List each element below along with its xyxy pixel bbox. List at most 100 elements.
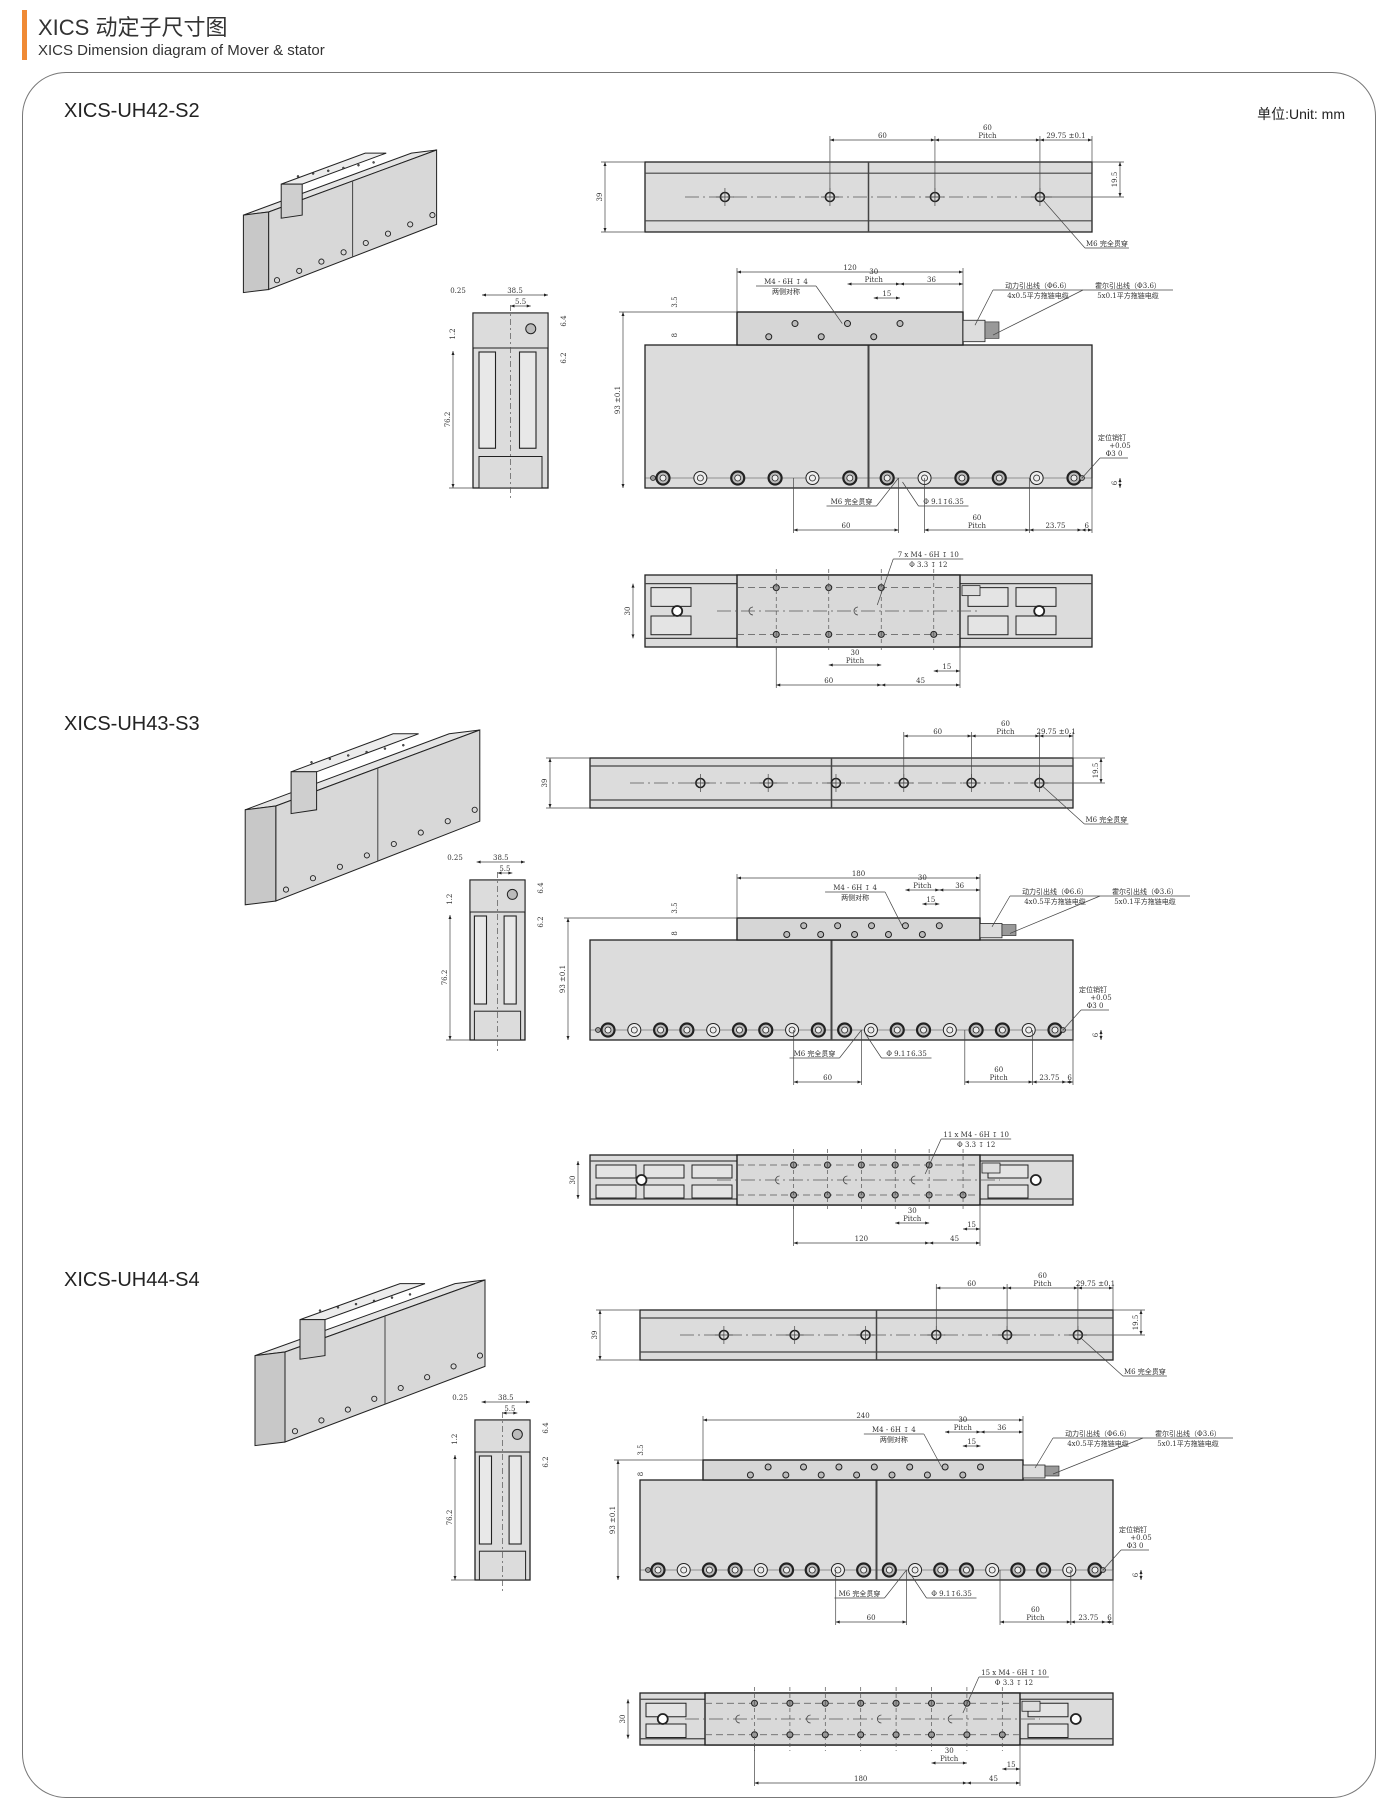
dimension-label: 3.5 bbox=[637, 1444, 645, 1455]
leader-line bbox=[991, 895, 1011, 927]
dimension-label: 76.2 bbox=[441, 970, 449, 986]
leader-line bbox=[815, 285, 843, 324]
dimension-arrow bbox=[508, 871, 513, 875]
hall-sensor-mark bbox=[735, 1714, 740, 1724]
counterbore-inner bbox=[1051, 1026, 1059, 1034]
dimension-arrow bbox=[1016, 1767, 1020, 1771]
dimension-label: 45 bbox=[916, 677, 925, 685]
dimension-label: 180 bbox=[854, 1775, 867, 1783]
dimension-label: 29.75 ±0.1 bbox=[1037, 728, 1076, 736]
dimension-label: Pitch bbox=[978, 132, 997, 140]
dimension-arrow bbox=[1109, 1286, 1113, 1290]
leader-line bbox=[924, 1138, 942, 1175]
dimension-arrow bbox=[616, 1460, 620, 1464]
dimension-arrow bbox=[896, 282, 900, 286]
counterbore-inner bbox=[963, 1566, 970, 1574]
dimension-arrow bbox=[935, 902, 940, 906]
counterbore-inner bbox=[988, 1566, 996, 1574]
counterbore-inner bbox=[696, 474, 704, 482]
dimension-arrow bbox=[1105, 1620, 1110, 1624]
dimension-arrow bbox=[1019, 1430, 1023, 1434]
leader-line bbox=[1009, 895, 1101, 934]
dimension-arrow bbox=[959, 270, 963, 274]
iso-mover-hole bbox=[311, 172, 315, 175]
leader-line bbox=[923, 1433, 942, 1468]
magnet-pocket bbox=[691, 1164, 733, 1179]
dimension-label: 3.5 bbox=[671, 902, 679, 913]
dimension-arrow bbox=[1077, 528, 1082, 532]
counterbore-inner bbox=[809, 474, 816, 482]
dimension-label: 0.25 bbox=[452, 1394, 468, 1402]
dimension-arrow bbox=[902, 1620, 907, 1624]
iso-counterbore bbox=[424, 1374, 431, 1381]
hole-note-2: Φ 3.3 ↧ 12 bbox=[995, 1679, 1033, 1687]
leader-line bbox=[839, 1029, 862, 1059]
counterbore-inner bbox=[1014, 1566, 1022, 1574]
mover-tapped-hole bbox=[977, 1463, 985, 1471]
power-cable-icon bbox=[962, 319, 986, 343]
dimension-arrow bbox=[1069, 734, 1073, 738]
dimension-label: 30 bbox=[624, 607, 632, 616]
dimension-arrow bbox=[566, 1036, 570, 1040]
iso-mover-hole bbox=[383, 747, 387, 750]
mover-tapped-hole bbox=[853, 1471, 861, 1479]
dimension-label: 6 bbox=[1085, 522, 1090, 530]
mover-tapped-hole bbox=[901, 922, 909, 930]
dimension-label: 19.5 bbox=[1092, 763, 1100, 779]
dimension-label: 30 bbox=[945, 1747, 954, 1755]
dimension-arrow bbox=[526, 1400, 530, 1404]
hall-cable-note-2: 5x0.1平方拖链电缆 bbox=[1097, 291, 1159, 300]
dimension-arrow bbox=[703, 1418, 707, 1422]
dimension-label: 93 ±0.1 bbox=[614, 386, 622, 414]
dimension-label: 6.4 bbox=[560, 315, 568, 327]
cable-gland-icon bbox=[511, 1428, 523, 1440]
dimension-label: 6 bbox=[1111, 480, 1119, 485]
dimension-label: 39 bbox=[541, 779, 549, 788]
dimension-label: 30 bbox=[908, 1207, 917, 1215]
dimension-arrow bbox=[793, 528, 798, 532]
counterbore-inner bbox=[762, 1026, 770, 1034]
dimension-label: Pitch bbox=[990, 1074, 1009, 1082]
dimension-arrow bbox=[631, 634, 635, 639]
dimension-label: 1.2 bbox=[446, 894, 454, 905]
side-view-slot bbox=[473, 915, 488, 1005]
dimension-label: 120 bbox=[843, 264, 856, 272]
dimension-arrow bbox=[548, 804, 552, 808]
side-view-slot bbox=[518, 351, 537, 449]
note-label: M6 完全贯穿 bbox=[1085, 815, 1127, 824]
dimension-label: 8 bbox=[671, 333, 679, 337]
mover-tapped-hole bbox=[817, 1471, 825, 1479]
mover-tapped-hole bbox=[923, 1471, 931, 1479]
dimension-arrow bbox=[576, 1195, 580, 1199]
note-label: Φ3 0 bbox=[1106, 450, 1123, 458]
dimension-label: Pitch bbox=[913, 882, 932, 890]
dimension-arrow bbox=[1077, 1286, 1082, 1290]
iso-mover-hole bbox=[326, 169, 330, 173]
dimension-arrow bbox=[1039, 138, 1044, 142]
cable-gland-icon bbox=[506, 888, 518, 900]
iso-mover-hole bbox=[342, 166, 345, 170]
dimension-arrow bbox=[894, 528, 899, 532]
dimension-label: 60 bbox=[867, 1614, 876, 1622]
dimension-label: 38.5 bbox=[507, 287, 523, 295]
dimension-label: 15 bbox=[882, 290, 891, 298]
dimension-label: 120 bbox=[855, 1235, 868, 1243]
dimension-arrow bbox=[576, 1161, 580, 1165]
iso-stator-end bbox=[254, 1351, 286, 1447]
dimension-arrow bbox=[497, 871, 502, 875]
dimension-arrow bbox=[959, 282, 963, 286]
mover-tapped-hole bbox=[817, 333, 825, 341]
dimension-arrow bbox=[1088, 528, 1092, 532]
mover-front-view bbox=[736, 311, 964, 346]
counterbore-inner bbox=[654, 1566, 662, 1574]
counterbore-inner bbox=[867, 1026, 875, 1034]
dimension-arrow bbox=[1139, 1576, 1143, 1580]
mover-tapped-hole bbox=[896, 320, 904, 328]
dimension-arrow bbox=[1032, 1080, 1037, 1084]
mover-tapped-hole bbox=[764, 1463, 772, 1471]
note-label: Φ 9.1↧6.35 bbox=[923, 498, 964, 506]
mover-front-view bbox=[736, 917, 981, 941]
